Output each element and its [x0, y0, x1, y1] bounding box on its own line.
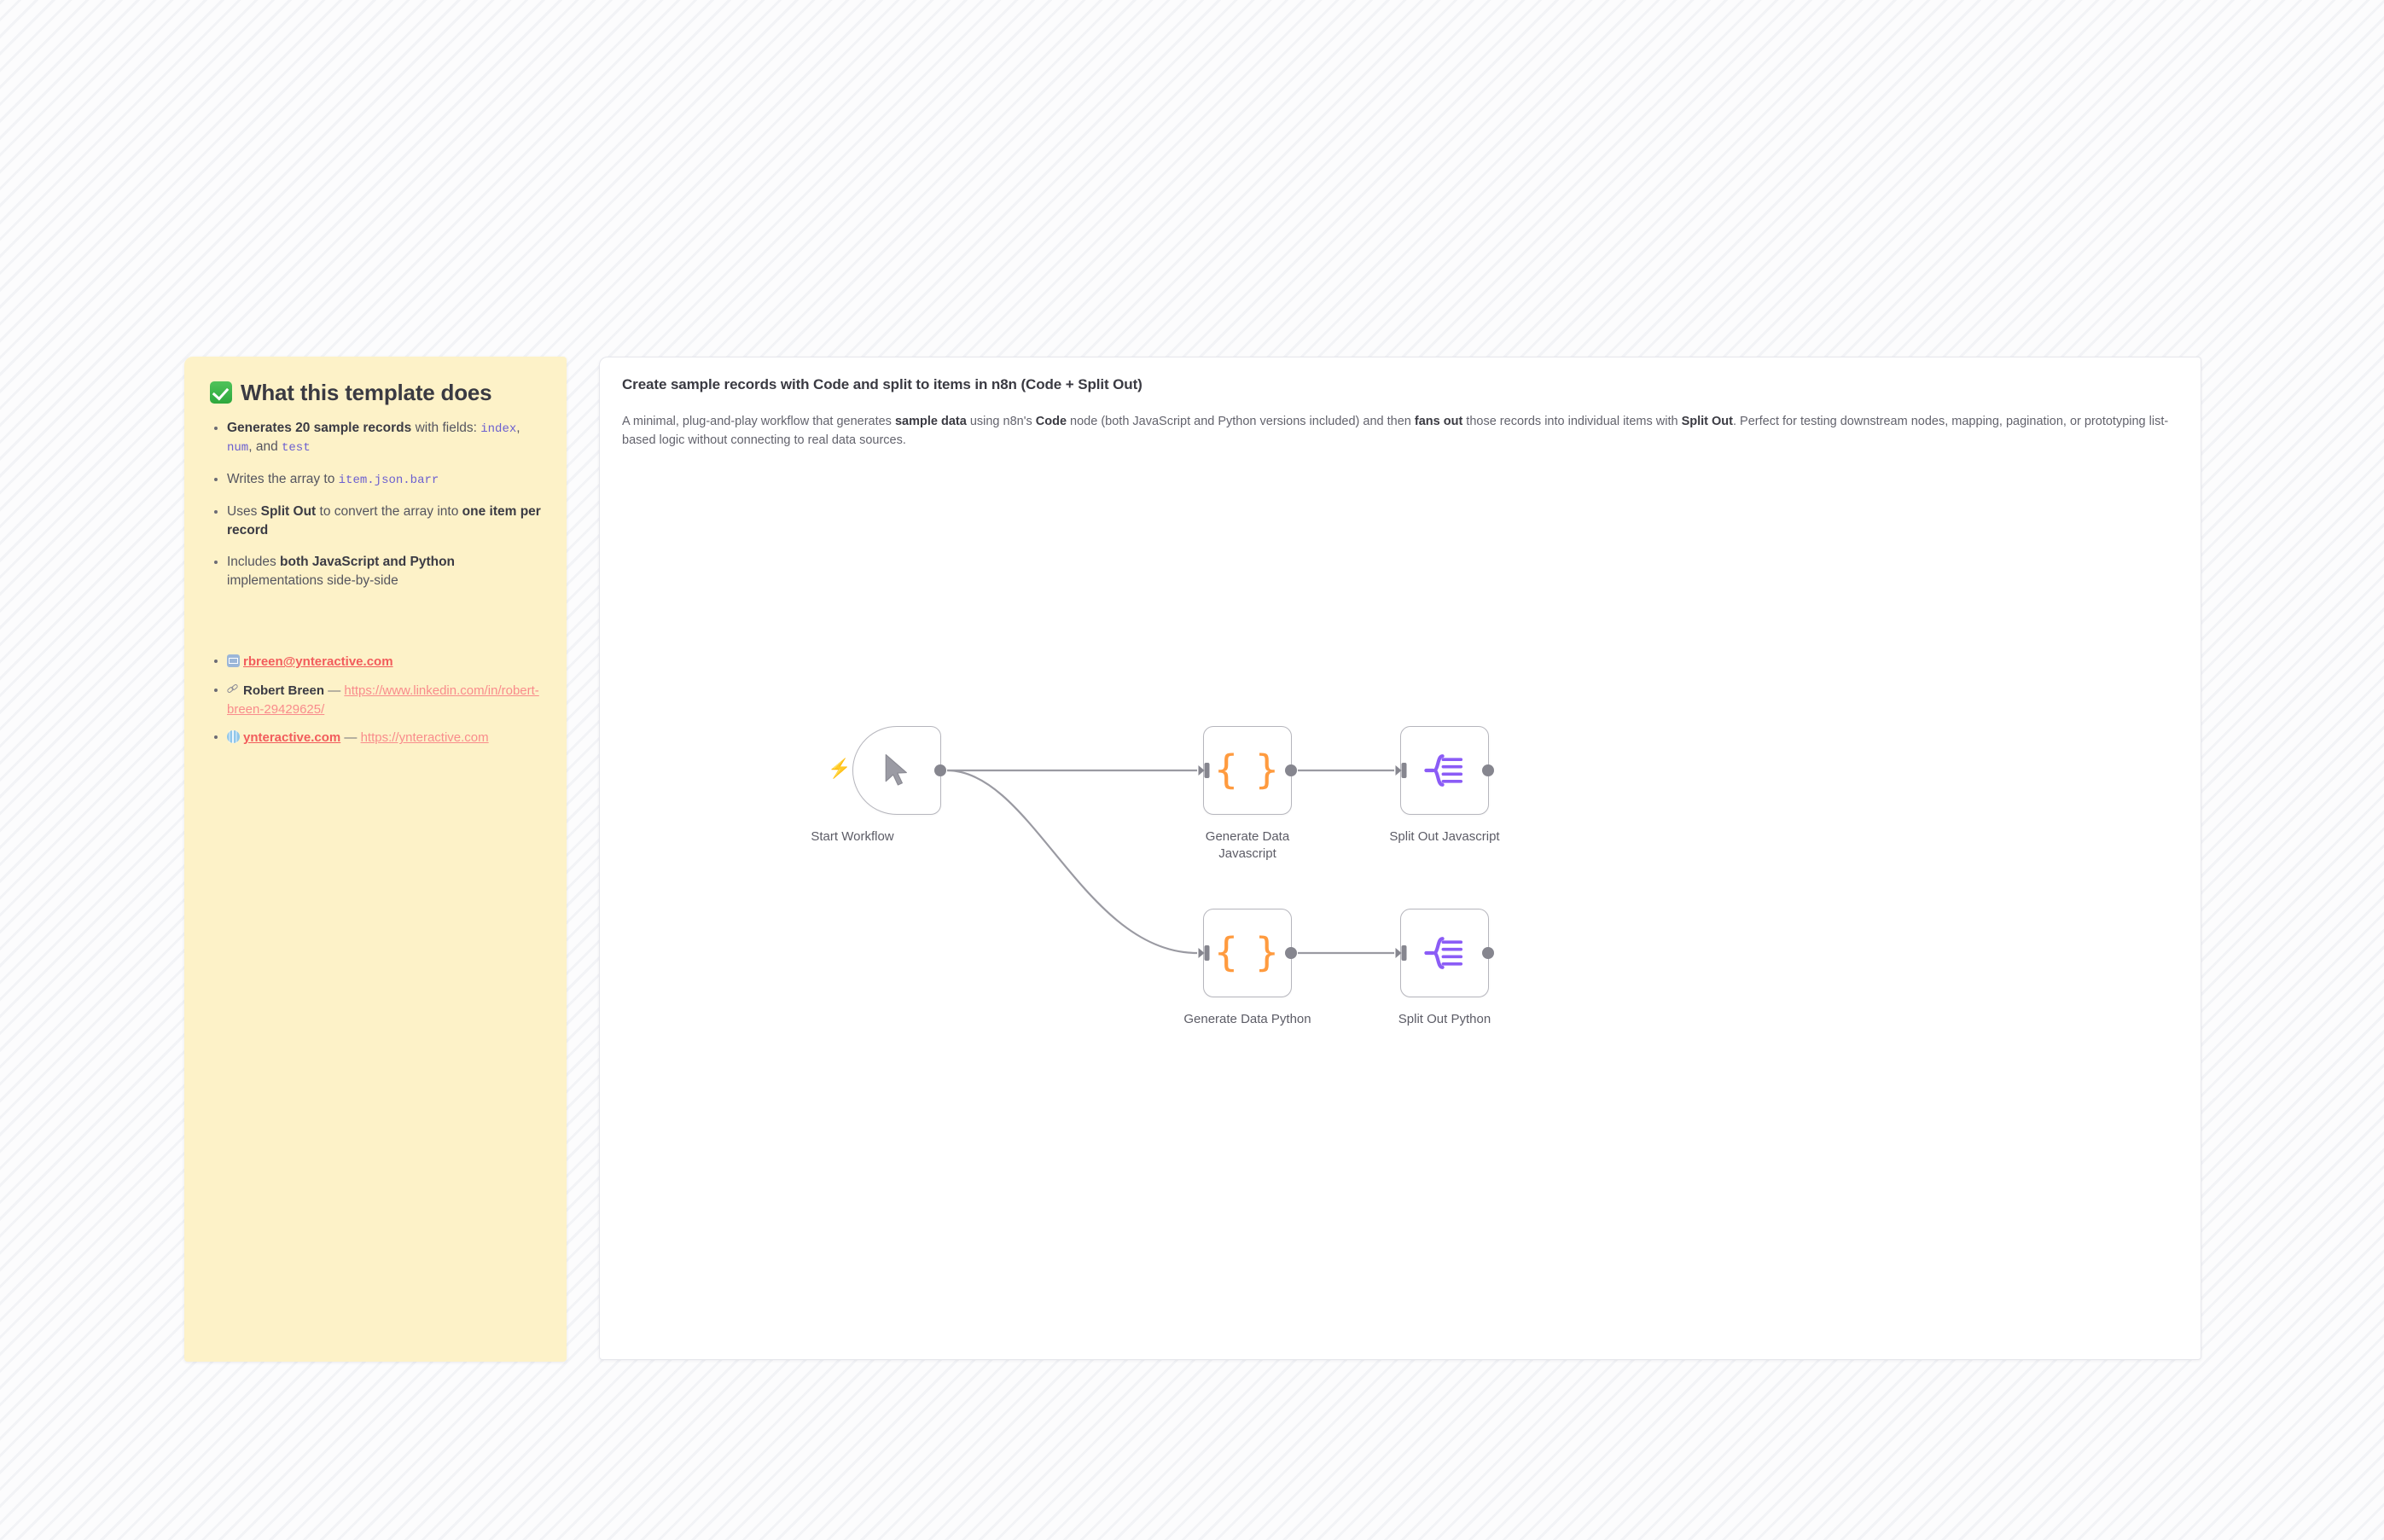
node-label-start-workflow: Start Workflow — [811, 829, 894, 844]
desc-part-3: Code — [1035, 415, 1067, 428]
output-port[interactable] — [1285, 947, 1297, 959]
website-name-link[interactable]: ynteractive.com — [243, 730, 341, 746]
email-link[interactable]: rbreen@ynteractive.com — [243, 654, 393, 670]
sticky-note-workflow-description[interactable]: Create sample records with Code and spli… — [599, 357, 2201, 1360]
list-item: Writes the array to item.json.barr — [210, 470, 541, 490]
desc-part-2: using n8n's — [966, 415, 1036, 428]
bullet-1-part-0: Writes the array to — [227, 472, 339, 487]
bullet-0-part-4: num — [227, 441, 249, 456]
bullet-2-part-0: Uses — [227, 504, 261, 520]
desc-part-7: Split Out — [1681, 415, 1733, 428]
linkedin-url-link[interactable]: https://www.linkedin.com/in/robert-breen… — [227, 683, 539, 717]
bullet-0-part-3: , — [516, 420, 520, 435]
node-label-split-out-javascript: Split Out Javascript — [1389, 829, 1500, 844]
bullet-2-part-2: to convert the array into — [316, 504, 462, 520]
website-url-link[interactable]: https://ynteractive.com — [360, 730, 489, 746]
output-port[interactable] — [1482, 764, 1494, 776]
dash-separator: — — [324, 683, 345, 698]
template-feature-list: Generates 20 sample records with fields:… — [210, 419, 541, 591]
white-check-mark-icon — [210, 381, 232, 404]
list-item: Includes both JavaScript and Python impl… — [210, 553, 541, 590]
page-title: Create sample records with Code and spli… — [622, 376, 1143, 392]
desc-part-0: A minimal, plug-and-play workflow that g… — [622, 415, 895, 428]
input-port[interactable] — [1198, 763, 1210, 778]
bullet-3-part-0: Includes — [227, 555, 281, 570]
input-port[interactable] — [1395, 945, 1407, 961]
list-item: Generates 20 sample records with fields:… — [210, 419, 541, 458]
bullet-0-part-2: index — [480, 421, 517, 436]
desc-part-8: . Perfect for testing downstream nodes, … — [622, 415, 2169, 448]
node-generate-data-javascript[interactable]: { } — [1198, 726, 1297, 815]
bullet-1-part-1: item.json.barr — [338, 474, 439, 488]
bullet-2-part-3: one item per record — [227, 504, 541, 538]
list-item-email: rbreen@ynteractive.com — [210, 653, 541, 671]
split-out-icon — [1424, 937, 1463, 969]
email-icon — [227, 654, 240, 668]
link-icon — [227, 683, 240, 696]
author-name: Robert Breen — [243, 683, 325, 698]
bullet-0-part-6: test — [282, 441, 311, 456]
sticky-note-title-row: What this template does — [210, 381, 541, 405]
author-contact-list: rbreen@ynteractive.com Robert Breen — ht… — [210, 653, 541, 747]
node-split-out-javascript[interactable] — [1395, 726, 1494, 815]
globe-icon — [227, 730, 240, 744]
sticky-note-template-info[interactable]: What this template does Generates 20 sam… — [184, 357, 567, 1362]
trigger-bolt-icon: ⚡ — [828, 758, 852, 779]
spacer — [210, 603, 541, 653]
cursor-pointer-icon — [885, 754, 907, 786]
list-item-website: ynteractive.com — https://ynteractive.co… — [210, 729, 541, 747]
bullet-3-part-2: implementations side-by-side — [227, 573, 398, 589]
input-port[interactable] — [1198, 945, 1210, 961]
bullet-0-part-1: with fields: — [411, 420, 481, 435]
node-start-workflow[interactable] — [852, 726, 946, 815]
input-port[interactable] — [1395, 763, 1407, 778]
node-generate-data-python[interactable]: { } — [1198, 909, 1297, 997]
bullet-3-part-1: both JavaScript and Python — [280, 555, 456, 570]
code-braces-icon: { } — [1213, 928, 1282, 975]
desc-part-4: node (both JavaScript and Python version… — [1067, 415, 1415, 428]
bullet-0-part-5: , and — [248, 439, 282, 455]
output-port[interactable] — [1482, 947, 1494, 959]
list-item: Uses Split Out to convert the array into… — [210, 503, 541, 540]
dash-separator: — — [340, 730, 361, 746]
sticky-note-title: What this template does — [241, 380, 492, 405]
node-label-generate-data-python: Generate Data Python — [1183, 1012, 1311, 1026]
node-label-split-out-python: Split Out Python — [1398, 1012, 1491, 1026]
node-split-out-python[interactable] — [1395, 909, 1494, 997]
desc-part-1: sample data — [894, 415, 967, 428]
output-port[interactable] — [1285, 764, 1297, 776]
split-out-icon — [1424, 754, 1463, 787]
workflow-description: A minimal, plug-and-play workflow that g… — [622, 412, 2178, 450]
desc-part-5: fans out — [1414, 415, 1463, 428]
code-braces-icon: { } — [1213, 746, 1282, 793]
list-item-linkedin: Robert Breen — https://www.linkedin.com/… — [210, 682, 541, 719]
desc-part-6: those records into individual items with — [1462, 415, 1682, 428]
output-port[interactable] — [934, 764, 946, 776]
bullet-2-part-1: Split Out — [260, 504, 317, 520]
bullet-0-part-0: Generates 20 sample records — [227, 420, 412, 435]
